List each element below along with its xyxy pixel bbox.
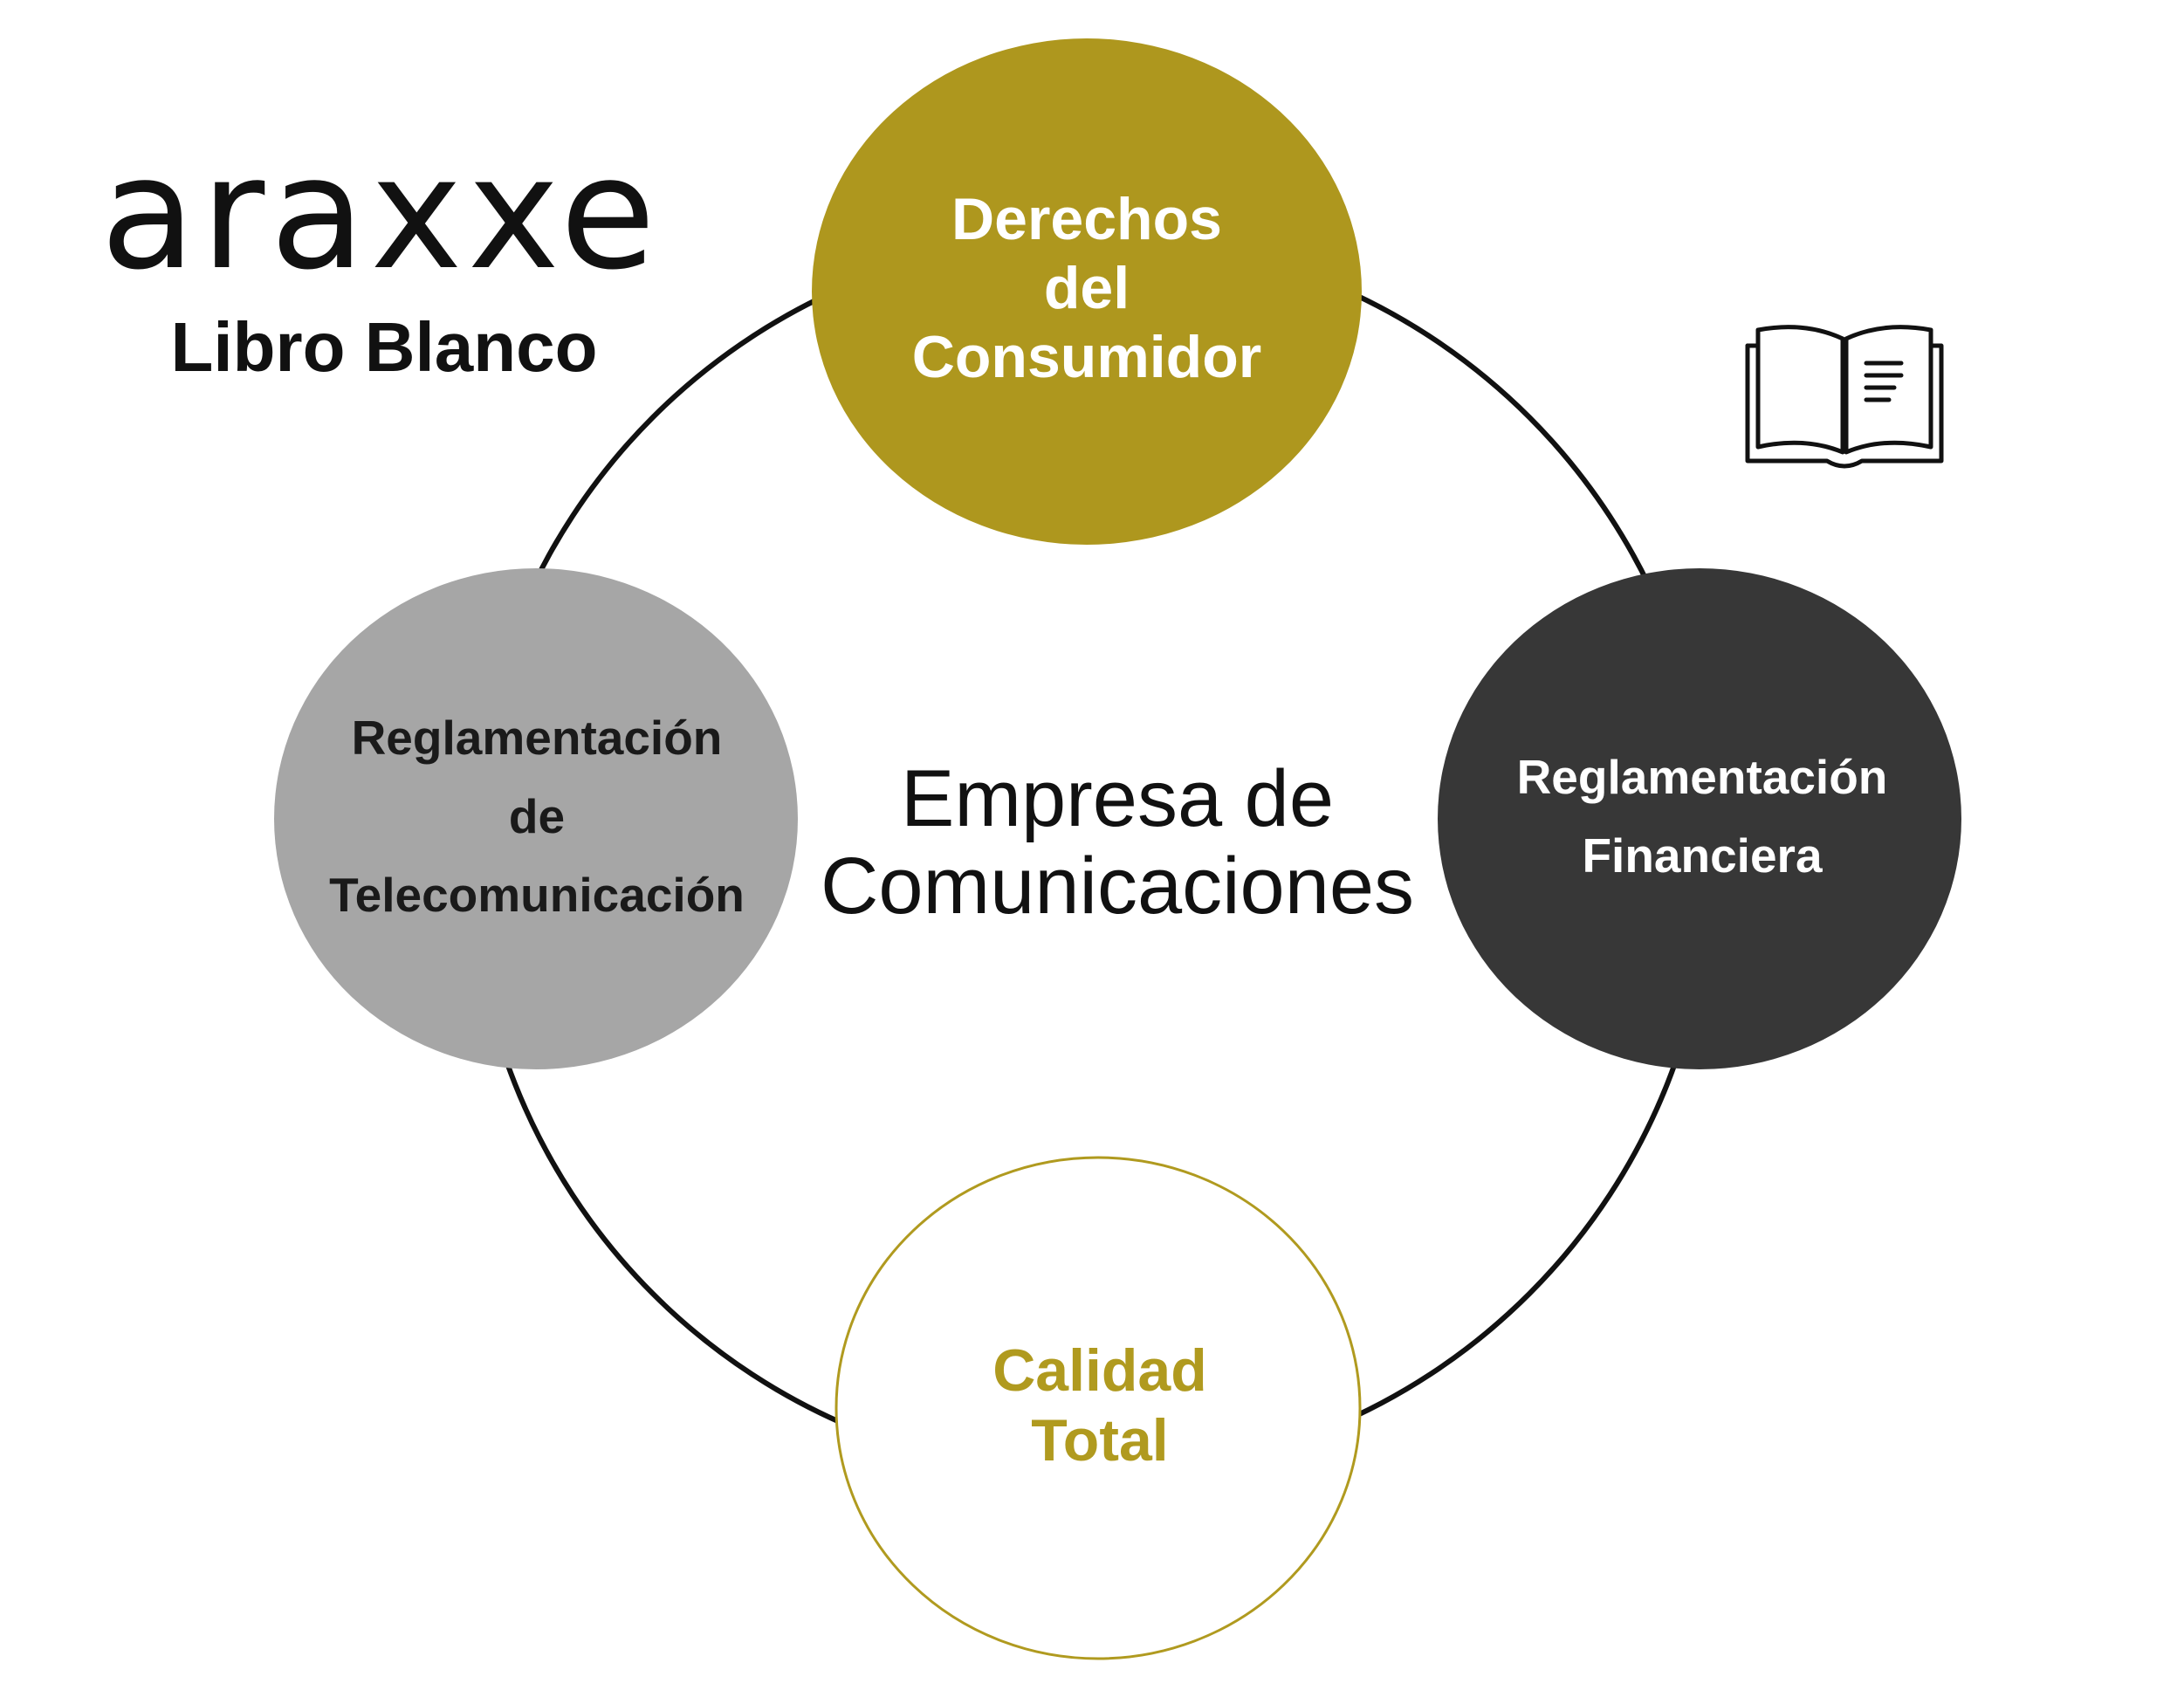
node-label-line: Financiera <box>1582 828 1823 883</box>
node-label-line: Consumidor <box>911 323 1262 390</box>
node-telecom-label: Reglamentación de Telecomunicación <box>275 690 799 943</box>
node-financiera-label: Reglamentación Financiera <box>1440 733 1964 899</box>
node-derechos-circle <box>812 38 1362 545</box>
node-derechos-label: Derechos del Consumidor <box>812 175 1362 402</box>
center-label-line: Comunicaciones <box>820 842 1415 931</box>
brand-subtitle: Libro Blanco <box>170 308 598 386</box>
node-label-line: Derechos <box>951 185 1222 252</box>
node-telecom-circle <box>274 568 798 1069</box>
center-label: Empresa de Comunicaciones <box>768 746 1466 938</box>
node-label-line: Telecomunicación <box>329 868 745 922</box>
node-label-line: Reglamentación <box>1516 750 1888 804</box>
node-calidad-circle <box>834 1156 1362 1660</box>
node-label-line: Calidad <box>992 1337 1207 1404</box>
node-label-line: de <box>508 789 566 843</box>
brand-logo: araxxe <box>100 123 662 304</box>
node-label-line: Reglamentación <box>351 711 723 765</box>
node-label-line: Total <box>1031 1407 1169 1474</box>
node-financiera-circle <box>1438 568 1961 1069</box>
center-label-line: Empresa de <box>900 754 1335 843</box>
node-label-line: del <box>1043 254 1130 321</box>
open-book-icon <box>1745 325 1944 469</box>
node-calidad-label: Calidad Total <box>838 1327 1362 1484</box>
